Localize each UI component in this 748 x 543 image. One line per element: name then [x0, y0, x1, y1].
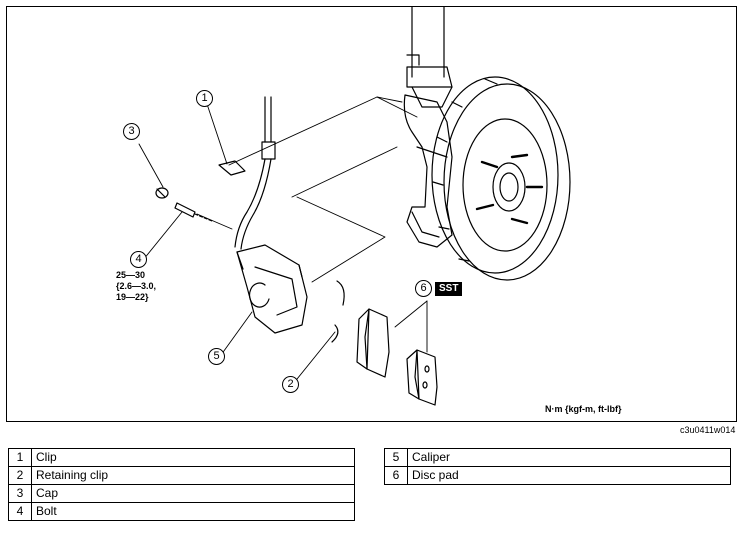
brake-assembly-drawing [138, 7, 571, 406]
retaining-clip-drawing [331, 280, 345, 343]
torque-ft-lbf: 19—22} [116, 292, 149, 302]
legend-number: 6 [384, 466, 408, 485]
legend-part: Clip [31, 448, 355, 467]
callout-6: 6 [415, 280, 432, 297]
brake-rotor-drawing [431, 76, 571, 281]
legend-part: Cap [31, 484, 355, 503]
legend-part: Retaining clip [31, 466, 355, 485]
cap-drawing [155, 187, 169, 199]
bolt-drawing [174, 202, 213, 222]
legend-number: 4 [8, 502, 32, 521]
units-note: N·m {kgf-m, ft-lbf} [545, 404, 622, 414]
legend-number: 3 [8, 484, 32, 503]
parts-legend-right: 5 Caliper 6 Disc pad [384, 448, 731, 485]
strut-drawing [406, 7, 453, 108]
legend-part: Disc pad [407, 466, 731, 485]
legend-number: 2 [8, 466, 32, 485]
callout-4: 4 [130, 251, 147, 268]
brake-hose-drawing [234, 96, 276, 250]
torque-nm: 25—30 [116, 270, 146, 280]
legend-row: 2 Retaining clip [8, 466, 355, 485]
figure-code: c3u0411w014 [680, 425, 736, 435]
legend-number: 5 [384, 448, 408, 467]
legend-row: 3 Cap [8, 484, 355, 503]
exploded-view-figure: 1 3 4 5 2 6 25—30 {2.6—3.0, 19—22} SST N… [6, 6, 737, 422]
callout-2: 2 [282, 376, 299, 393]
legend-row: 4 Bolt [8, 502, 355, 521]
callout-3: 3 [123, 123, 140, 140]
legend-row: 6 Disc pad [384, 466, 731, 485]
disc-pad-drawing [356, 308, 438, 406]
legend-number: 1 [8, 448, 32, 467]
callout-1: 1 [196, 90, 213, 107]
torque-kgf-m: {2.6—3.0, [116, 281, 157, 291]
legend-row: 5 Caliper [384, 448, 731, 467]
legend-part: Bolt [31, 502, 355, 521]
torque-spec: 25—30 {2.6—3.0, 19—22} [116, 270, 156, 303]
clip-drawing [218, 160, 246, 176]
caliper-drawing [236, 244, 308, 334]
assembly-guide-lines [196, 96, 418, 283]
callout-leaders [138, 103, 428, 385]
sst-badge: SST [435, 282, 463, 296]
legend-row: 1 Clip [8, 448, 355, 467]
legend-part: Caliper [407, 448, 731, 467]
knuckle-drawing [403, 94, 453, 248]
parts-legend-left: 1 Clip 2 Retaining clip 3 Cap 4 Bolt [8, 448, 355, 521]
callout-5: 5 [208, 348, 225, 365]
